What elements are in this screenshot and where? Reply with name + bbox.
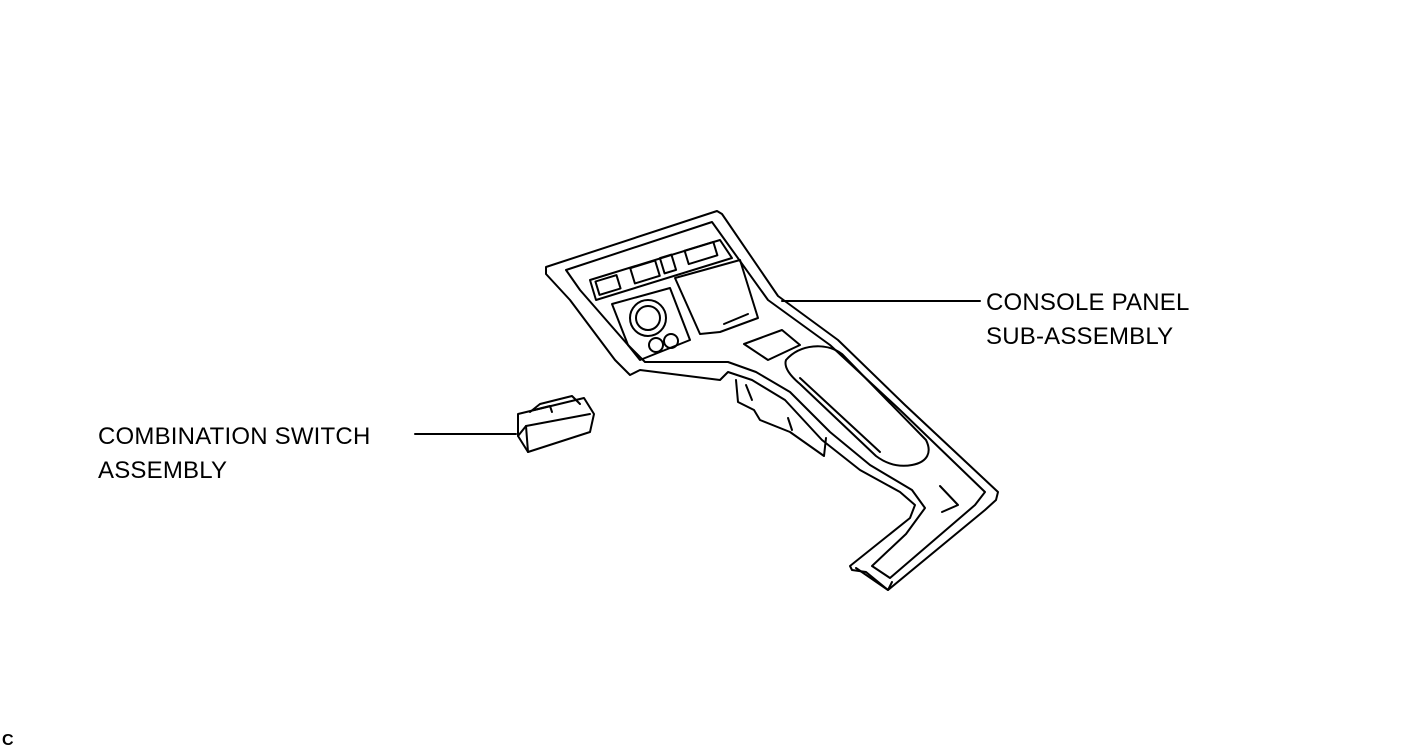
switch-slot-3 [658,253,678,275]
storage-tray [674,259,759,335]
switch-slot-1 [594,274,622,296]
switch-slot-4 [683,240,719,266]
callout-line: COMBINATION SWITCH [98,423,371,450]
console-panel-outline [545,210,999,591]
mounting-bracket [735,379,827,457]
switch-bezel [589,239,733,301]
callout-line: SUB-ASSEMBLY [986,323,1174,350]
console-panel-inner-rim [565,221,986,579]
callout-combination-switch-assembly: COMBINATION SWITCH ASSEMBLY [98,420,370,488]
controller-knob-icon [629,299,667,337]
console-panel-sub-assembly [545,210,999,591]
callout-console-panel-sub-assembly: CONSOLE PANEL SUB-ASSEMBLY [986,286,1190,354]
button-right-icon [663,333,679,349]
callout-line: CONSOLE PANEL [986,289,1190,316]
figure-code: C [2,732,14,749]
armrest-lid [784,345,930,467]
button-left-icon [648,337,664,353]
combination-switch-assembly [517,395,595,453]
shift-gate [743,329,801,361]
controller-panel [611,287,691,361]
callout-line: ASSEMBLY [98,457,228,484]
switch-slot-2 [629,259,661,285]
switch-button-icon [529,395,581,413]
